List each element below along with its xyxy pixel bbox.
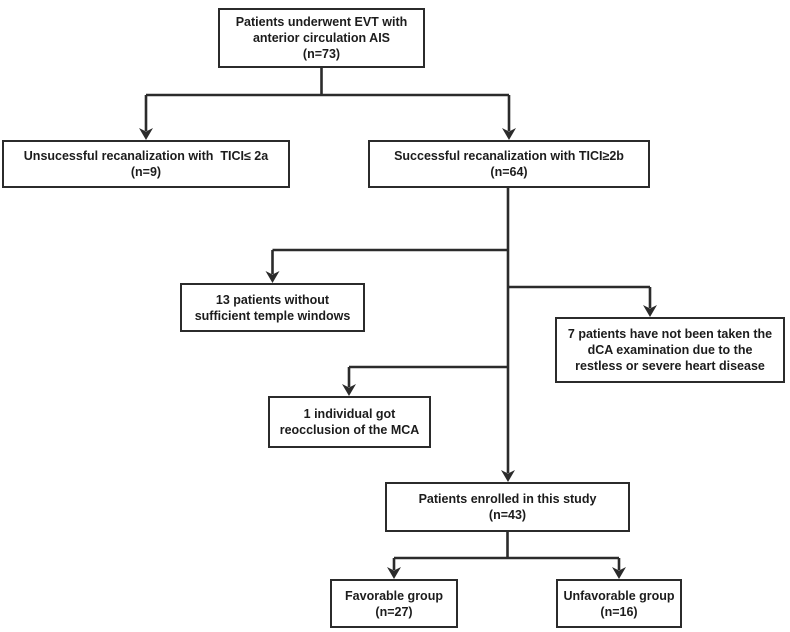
arrowhead-icon bbox=[139, 128, 153, 140]
edge-evt-split bbox=[144, 68, 511, 131]
node-unfavorable-group: Unfavorable group (n=16) bbox=[556, 579, 682, 628]
node-enrolled: Patients enrolled in this study (n=43) bbox=[385, 482, 630, 532]
arrowhead-icon bbox=[643, 305, 657, 317]
node-no-temple-windows: 13 patients without sufficient temple wi… bbox=[180, 283, 365, 332]
node-evt-total: Patients underwent EVT with anterior cir… bbox=[218, 8, 425, 68]
edge-enrolled-split bbox=[392, 532, 621, 570]
arrowhead-icon bbox=[265, 271, 280, 283]
arrowhead-icon bbox=[342, 384, 356, 396]
node-successful-recanalization: Successful recanalization with TICI≥2b (… bbox=[368, 140, 650, 188]
arrowhead-icon bbox=[387, 567, 401, 579]
edge-to-reocclusion bbox=[347, 365, 508, 387]
edge-to-temple-windows bbox=[271, 248, 508, 274]
node-no-dca-examination: 7 patients have not been taken the dCA e… bbox=[555, 317, 785, 383]
node-unsuccessful-recanalization: Unsucessful recanalization with TICI≤ 2a… bbox=[2, 140, 290, 188]
node-favorable-group: Favorable group (n=27) bbox=[330, 579, 458, 628]
arrowhead-icon bbox=[501, 470, 515, 482]
arrowhead-icon bbox=[502, 128, 516, 140]
edge-to-dca-exam bbox=[508, 285, 652, 308]
node-mca-reocclusion: 1 individual got reocclusion of the MCA bbox=[268, 396, 431, 448]
arrowhead-icon bbox=[612, 567, 626, 579]
